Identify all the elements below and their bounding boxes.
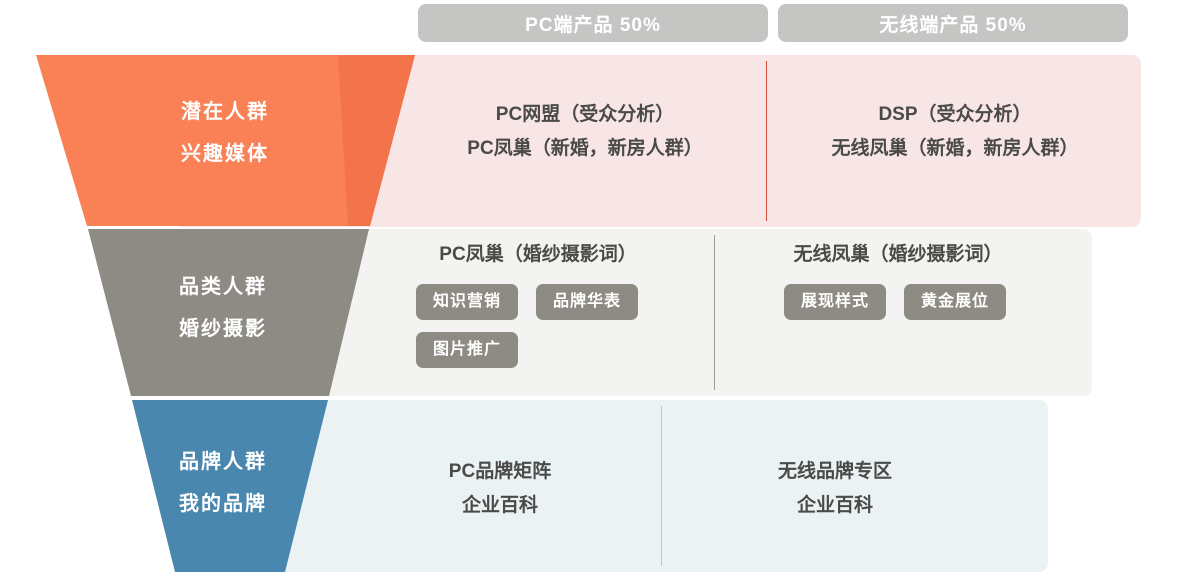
- funnel-segment-1-shade: [338, 55, 415, 226]
- tag-chip[interactable]: 黄金展位: [904, 284, 1007, 320]
- funnel-label-3: 品牌人群 我的品牌: [118, 452, 328, 514]
- funnel-label-3-line1: 品牌人群: [179, 451, 267, 473]
- stage3-mobile-line-2: 企业百科: [796, 495, 873, 516]
- stage1-mobile-column: DSP（受众分析） 无线凤巢（新婚，新房人群）: [790, 98, 1120, 166]
- column-divider-3: [661, 406, 662, 566]
- column-divider-1: [766, 61, 767, 221]
- tag-chip[interactable]: 展现样式: [784, 284, 887, 320]
- funnel-label-1: 潜在人群 兴趣媒体: [120, 102, 330, 164]
- funnel-shape: [36, 55, 415, 572]
- tag-chip[interactable]: 知识营销: [416, 284, 519, 320]
- stage1-pc-line-2: PC凤巢（新婚，新房人群）: [467, 138, 703, 159]
- stage1-mobile-line-1: DSP（受众分析）: [878, 104, 1032, 125]
- tag-chip[interactable]: 品牌华表: [536, 284, 639, 320]
- funnel-label-2-line2: 婚纱摄影: [179, 318, 267, 340]
- tag-chip[interactable]: 图片推广: [416, 332, 519, 368]
- stage1-pc-column: PC网盟（受众分析） PC凤巢（新婚，新房人群）: [420, 98, 750, 166]
- stage2-mobile-column: 无线凤巢（婚纱摄影词） 展现样式 黄金展位: [728, 240, 1068, 320]
- funnel-label-2: 品类人群 婚纱摄影: [118, 277, 328, 339]
- stage2-mobile-tag-list: 展现样式 黄金展位: [728, 284, 1068, 320]
- stage3-mobile-line-1: 无线品牌专区: [777, 461, 892, 482]
- stage3-mobile-column: 无线品牌专区 企业百科: [670, 455, 1000, 523]
- stage3-pc-line-1: PC品牌矩阵: [448, 461, 552, 482]
- column-divider-2: [714, 235, 715, 390]
- stage3-pc-line-2: 企业百科: [461, 495, 538, 516]
- header-pill-mobile: 无线端产品 50%: [778, 4, 1128, 42]
- header-pill-pc: PC端产品 50%: [418, 4, 768, 42]
- stage2-pc-column: PC凤巢（婚纱摄影词） 知识营销 品牌华表 图片推广: [378, 240, 698, 368]
- funnel-label-1-line1: 潜在人群: [181, 101, 269, 123]
- stage2-mobile-heading: 无线凤巢（婚纱摄影词）: [793, 244, 1003, 265]
- stage1-pc-line-1: PC网盟（受众分析）: [495, 104, 675, 125]
- stage3-pc-column: PC品牌矩阵 企业百科: [340, 455, 660, 523]
- funnel-segment-3: [132, 400, 328, 572]
- funnel-label-3-line2: 我的品牌: [179, 493, 267, 515]
- funnel-label-1-line2: 兴趣媒体: [181, 143, 269, 165]
- stage1-mobile-line-2: 无线凤巢（新婚，新房人群）: [831, 138, 1079, 159]
- funnel-label-2-line1: 品类人群: [179, 276, 267, 298]
- funnel-segment-2: [88, 229, 369, 396]
- stage2-pc-tag-list: 知识营销 品牌华表 图片推广: [378, 284, 698, 368]
- stage2-pc-heading: PC凤巢（婚纱摄影词）: [439, 244, 637, 265]
- funnel-segment-1: [36, 55, 415, 226]
